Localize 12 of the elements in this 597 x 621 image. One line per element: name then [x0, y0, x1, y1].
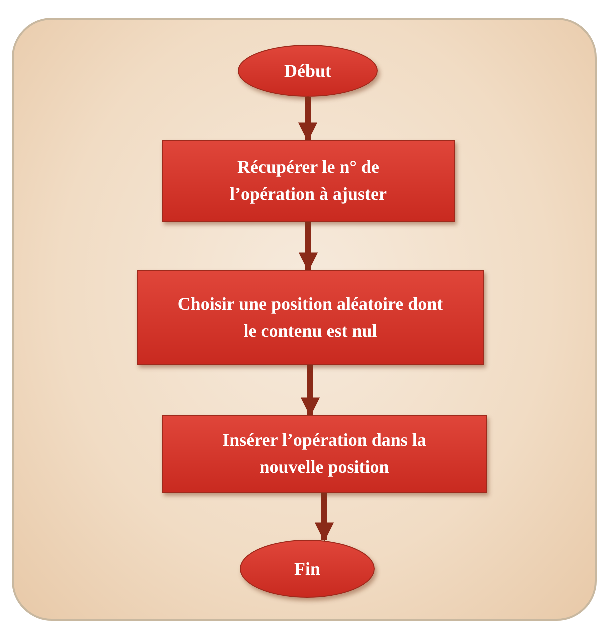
- terminal-label: Début: [284, 60, 332, 82]
- process-box: [137, 270, 484, 365]
- process-box: [162, 140, 455, 222]
- arrow: [298, 222, 318, 272]
- arrow: [314, 493, 334, 542]
- process-text: Récupérer le n° de l’opération à ajuster: [229, 156, 388, 206]
- terminal-label: Fin: [294, 558, 320, 580]
- process-box: [162, 415, 487, 493]
- process-text: Choisir une position aléatoire dont le contenu est nul: [176, 292, 444, 342]
- arrow: [298, 97, 318, 142]
- arrow: [300, 365, 320, 417]
- process-text: Insérer l’opération dans la nouvelle position: [222, 429, 428, 479]
